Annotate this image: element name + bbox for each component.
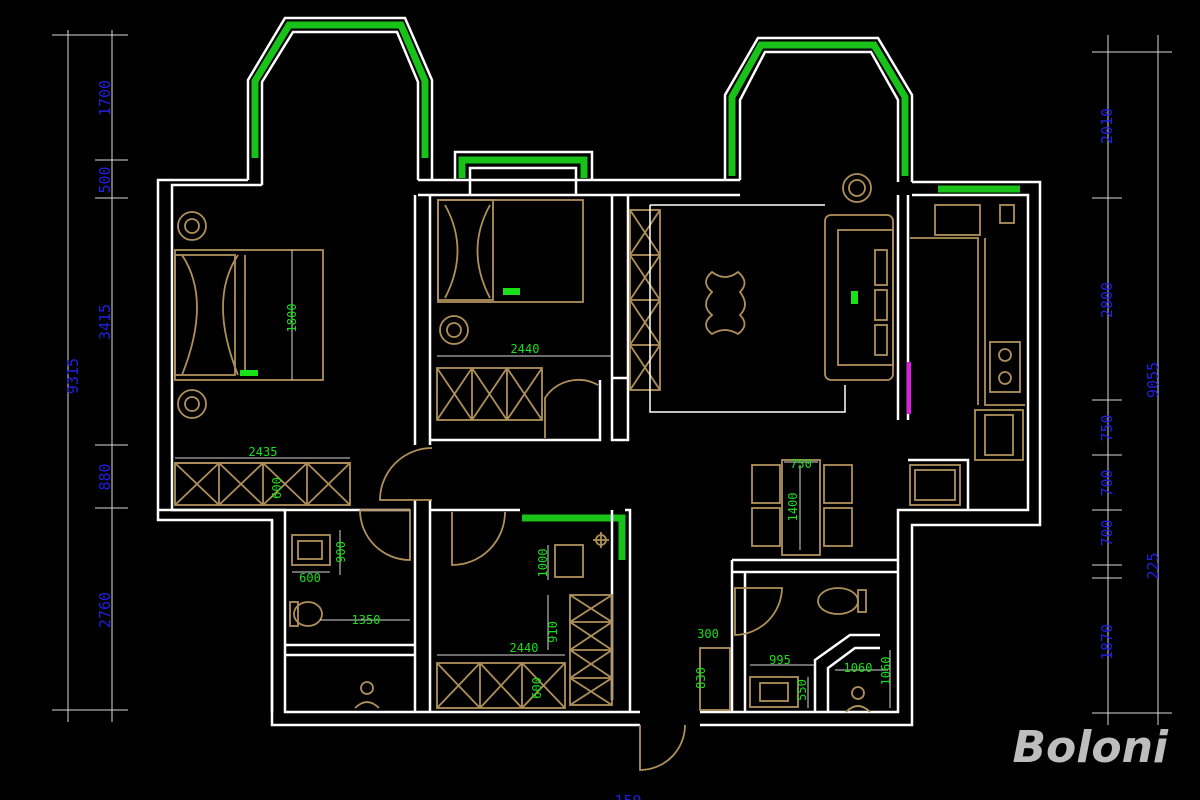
second-bedroom-furniture <box>436 199 661 438</box>
door-bath1 <box>359 509 411 561</box>
dining-chair-1 <box>751 464 781 504</box>
green-marker-second <box>503 288 520 295</box>
living-rug <box>649 205 846 413</box>
dim-master-wardrobe-length: 2435 <box>249 445 278 459</box>
green-marker-master <box>240 370 258 376</box>
dimension-right-2: 2800 <box>1098 282 1116 318</box>
green-marker-living <box>851 291 858 304</box>
dimension-right-3: 750 <box>1098 414 1116 441</box>
dimension-total-right: 9055 <box>1144 362 1162 398</box>
bath1-shower <box>360 681 374 695</box>
nightstand-lamp-bottom <box>177 389 207 419</box>
bath2-vanity <box>749 676 799 708</box>
nightstand-lamp-top <box>177 211 207 241</box>
kitchen-counter <box>910 237 979 405</box>
dining-chair-3 <box>823 464 853 504</box>
floor-lamp <box>842 173 872 203</box>
bath2-cabinet <box>699 647 731 711</box>
cooktop <box>989 341 1021 393</box>
dim-bath2-shower-depth: 1060 <box>879 657 893 686</box>
dim-bath2-cabinet-width: 300 <box>697 627 719 641</box>
second-bed <box>437 199 584 303</box>
door-second <box>544 379 599 438</box>
exterior-walls <box>156 16 1042 727</box>
dining-furniture <box>751 459 853 556</box>
dim-bath2-cabinet-depth: 830 <box>694 667 708 689</box>
coffee-table <box>705 270 746 336</box>
window-right-bay <box>728 41 909 176</box>
left-dimension-chain: 9315 1700 500 3415 880 2760 <box>52 30 128 722</box>
window-left-bay <box>251 21 429 158</box>
second-wardrobe <box>436 367 543 421</box>
dimension-left-1: 1700 <box>96 80 114 116</box>
dining-chair-4 <box>823 507 853 547</box>
dimension-left-4: 880 <box>96 463 114 490</box>
dim-study-cabinet-height: 1000 <box>536 549 550 578</box>
washer <box>909 464 961 506</box>
dim-study-cabinet-depth: 600 <box>530 677 544 699</box>
window-top-middle <box>458 156 588 178</box>
dim-study-cabinet-length: 2440 <box>510 641 539 655</box>
dim-bath-vanity-depth: 900 <box>334 541 348 563</box>
dimension-left-3: 3415 <box>96 304 114 340</box>
living-room-furniture <box>649 173 894 413</box>
dim-dining-table-length: 1400 <box>786 493 800 522</box>
door-study <box>451 511 506 566</box>
master-bedroom-furniture <box>174 211 433 506</box>
bath1-vanity <box>291 534 331 566</box>
study-cabinet <box>554 544 584 578</box>
kitchen-furniture <box>909 204 1025 506</box>
dim-study-shelf: 910 <box>546 621 560 643</box>
dim-bath2-shower: 1060 <box>844 661 873 675</box>
dimension-right-1: 2010 <box>1098 108 1116 144</box>
nightstand-lamp-2 <box>439 315 469 345</box>
door-master <box>379 447 433 501</box>
door-bath2 <box>734 587 783 636</box>
bath2-shower <box>851 686 865 700</box>
dining-chair-2 <box>751 507 781 547</box>
window-study <box>522 514 626 560</box>
dim-master-bed-width: 1800 <box>285 304 299 333</box>
brand-logo: Boloni <box>1013 722 1169 773</box>
dimension-bottom-partial: 159 <box>614 792 641 800</box>
bath2-toilet <box>817 587 859 615</box>
dim-second-bed-wardrobe: 2440 <box>511 342 540 356</box>
kitchen-sink <box>934 204 981 236</box>
dim-dining-table-width: 750 <box>790 457 812 471</box>
bathroom-1-furniture <box>289 509 411 709</box>
dimension-right-7: 1870 <box>1098 624 1116 660</box>
bath1-toilet <box>293 601 323 627</box>
dimension-right-5: 700 <box>1098 519 1116 546</box>
dim-master-wardrobe-depth: 600 <box>270 477 284 499</box>
windows <box>251 21 1020 560</box>
door-entrance <box>639 724 686 771</box>
study-furniture <box>436 511 613 709</box>
dim-bath2-vanity: 550 <box>795 679 809 701</box>
dining-table <box>781 459 821 556</box>
dimension-left-2: 500 <box>96 166 114 193</box>
dim-bath2-length: 995 <box>769 653 791 667</box>
dim-bath-vanity-width: 600 <box>299 571 321 585</box>
dim-bath-length: 1350 <box>352 613 381 627</box>
fridge <box>974 409 1024 461</box>
interior-walls <box>158 195 970 712</box>
inner-dimensions: 1800 2435 600 2440 600 900 1350 1000 910… <box>249 304 893 701</box>
dimension-total-left: 9315 <box>64 358 82 394</box>
bathroom-2-furniture <box>639 587 891 771</box>
right-dimension-chain: 9055 2010 2800 750 700 700 225 1870 <box>1092 35 1172 725</box>
dimension-right-6: 225 <box>1144 552 1162 579</box>
study-desk-cabinet <box>436 662 566 709</box>
dimension-left-5: 2760 <box>96 592 114 628</box>
dimension-right-4: 700 <box>1098 469 1116 496</box>
